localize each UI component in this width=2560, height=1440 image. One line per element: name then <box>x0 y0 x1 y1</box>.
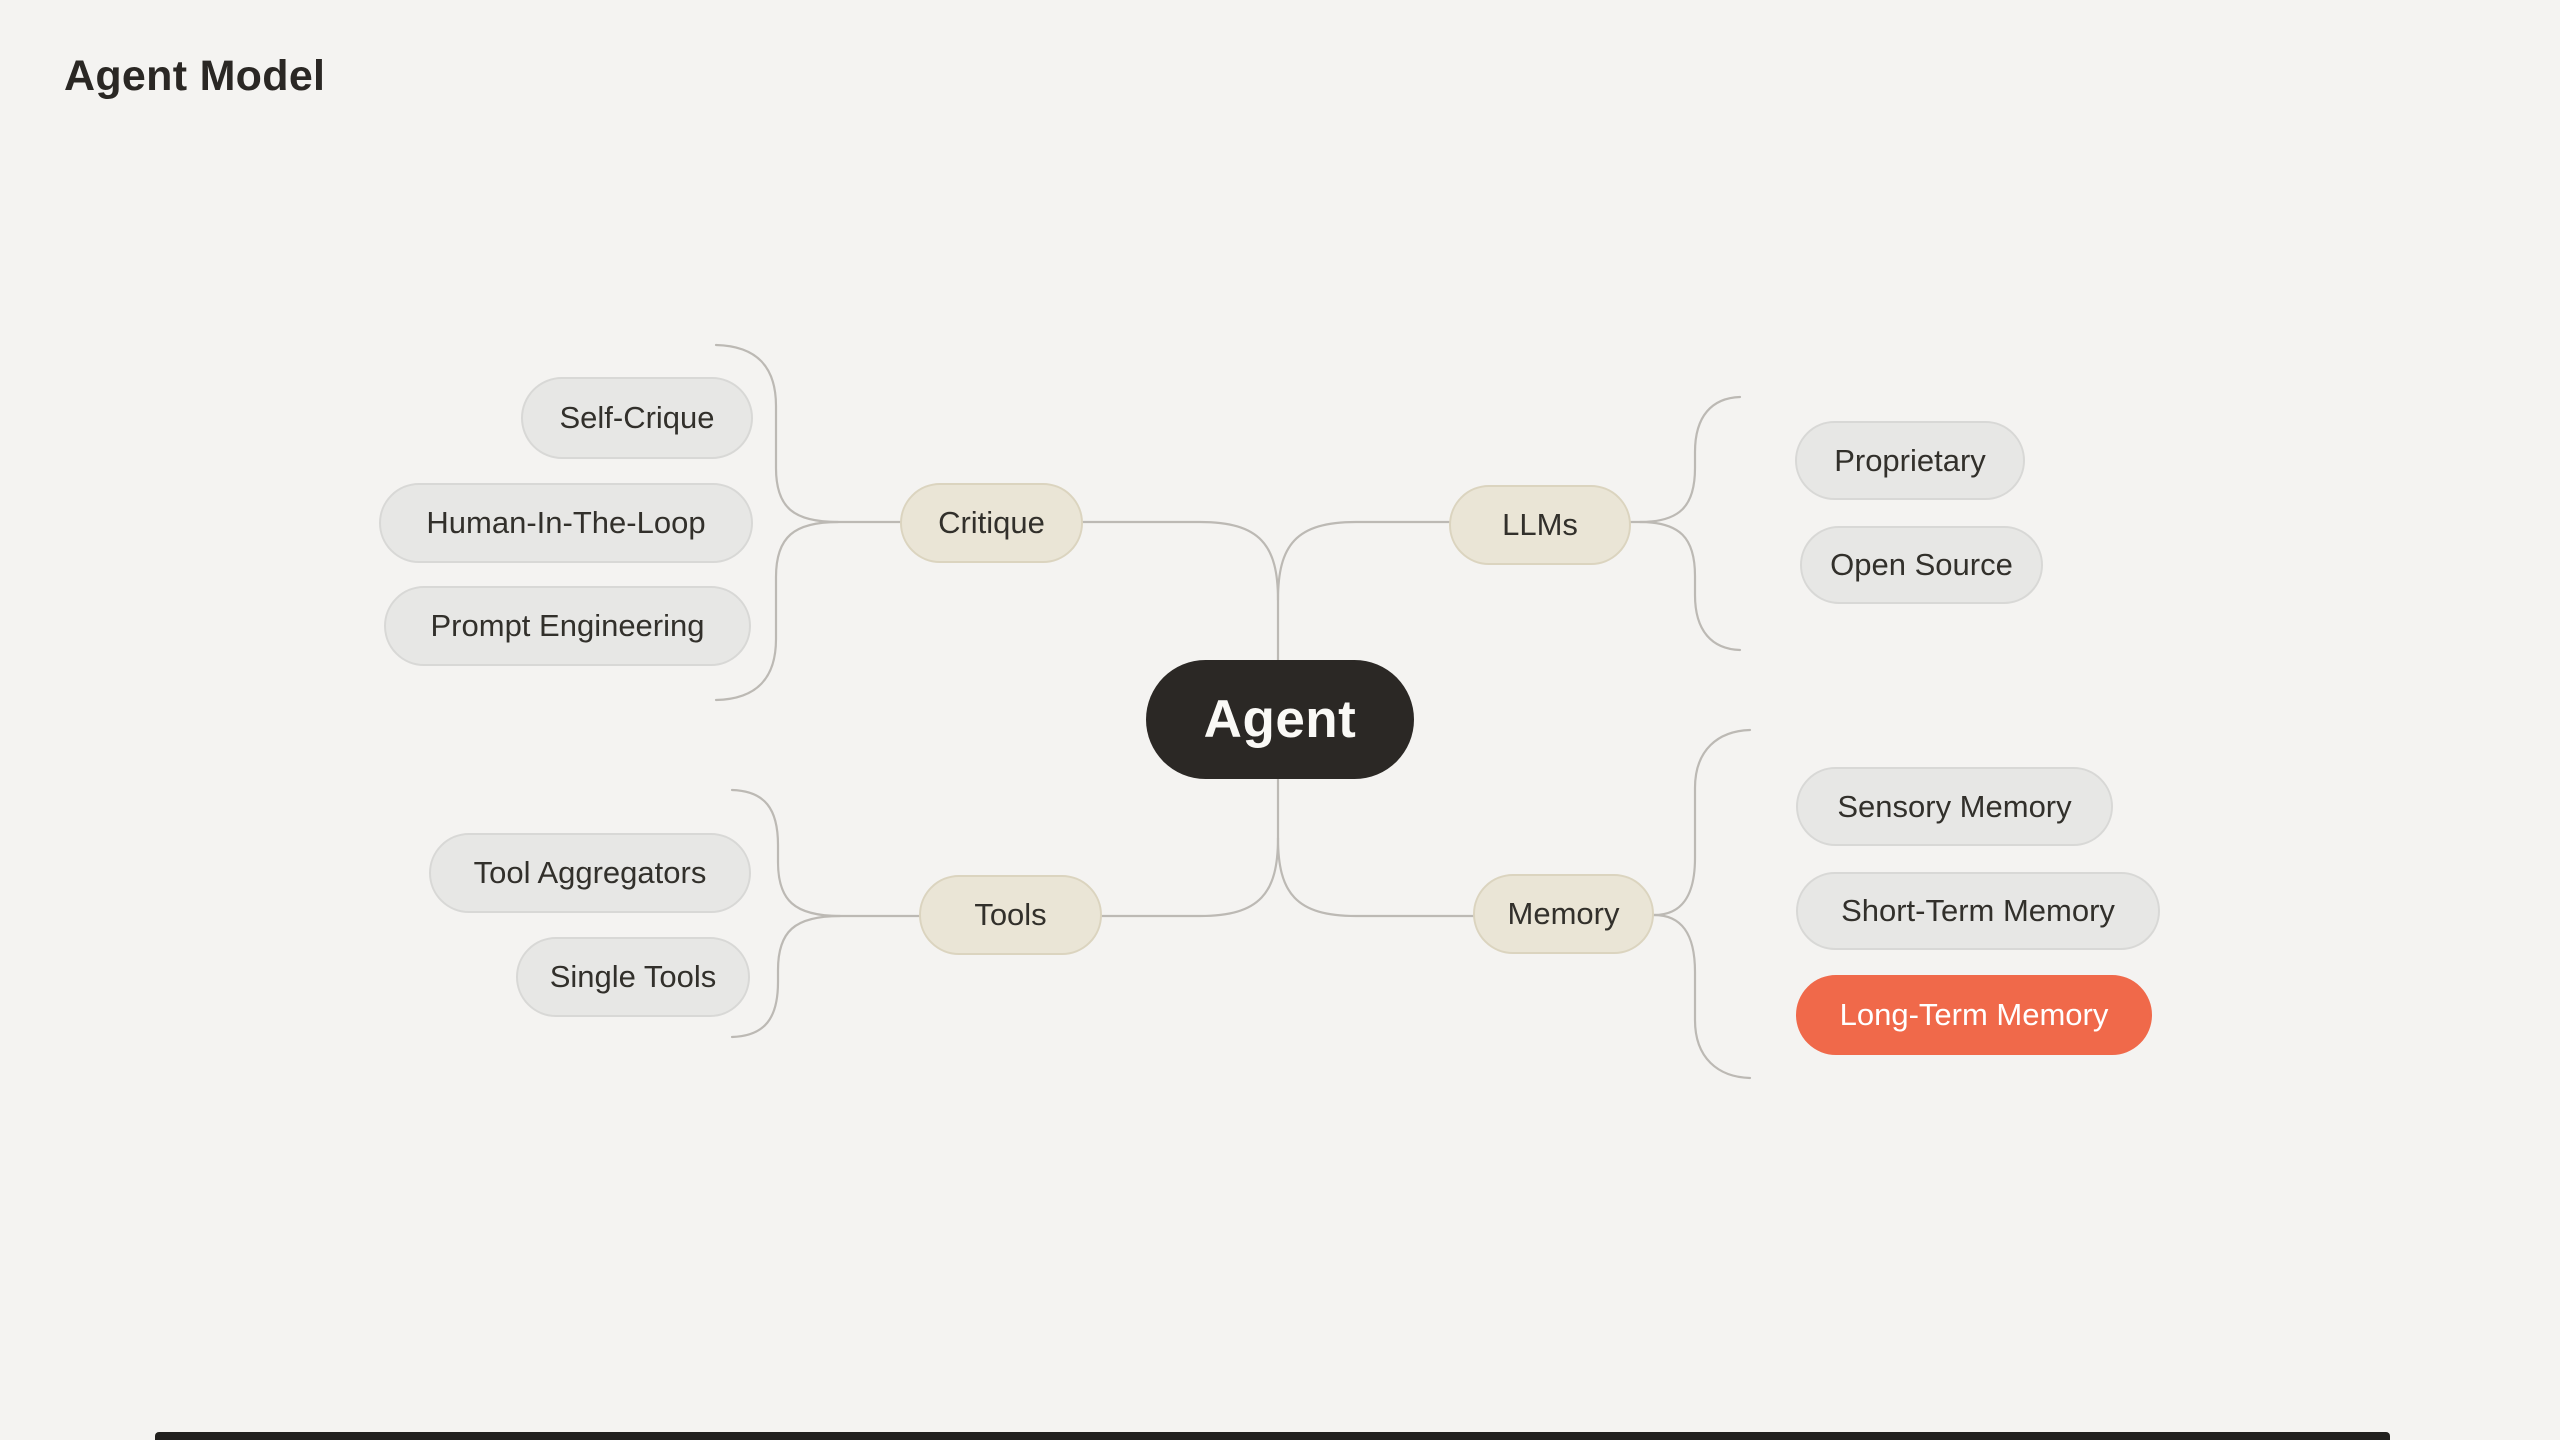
node-long-term-memory[interactable]: Long-Term Memory <box>1796 975 2152 1055</box>
horizontal-scrollbar[interactable] <box>155 1432 2390 1440</box>
bracket-memory-lower <box>1652 913 1752 1080</box>
page-title: Agent Model <box>64 52 326 100</box>
bracket-llms-lower <box>1638 520 1742 652</box>
edge-agent-tools <box>1100 777 1280 918</box>
node-llms[interactable]: LLMs <box>1449 485 1631 565</box>
bracket-memory-upper <box>1652 728 1752 917</box>
node-prompt-engineering[interactable]: Prompt Engineering <box>384 586 751 666</box>
bracket-llms-upper <box>1629 395 1742 524</box>
bracket-tools-lower <box>730 914 842 1039</box>
node-self-crique[interactable]: Self-Crique <box>521 377 753 459</box>
edge-agent-memory <box>1276 836 1475 918</box>
node-sensory-memory[interactable]: Sensory Memory <box>1796 767 2113 846</box>
node-single-tools[interactable]: Single Tools <box>516 937 750 1017</box>
node-short-term-memory[interactable]: Short-Term Memory <box>1796 872 2160 950</box>
node-proprietary[interactable]: Proprietary <box>1795 421 2025 500</box>
edge-agent-critique <box>1081 520 1280 662</box>
node-agent[interactable]: Agent <box>1146 660 1414 779</box>
node-human-in-the-loop[interactable]: Human-In-The-Loop <box>379 483 753 563</box>
node-tool-aggregators[interactable]: Tool Aggregators <box>429 833 751 913</box>
bracket-critique-lower <box>714 520 840 702</box>
bracket-critique-upper <box>714 343 902 524</box>
node-memory[interactable]: Memory <box>1473 874 1654 954</box>
node-critique[interactable]: Critique <box>900 483 1083 563</box>
edge-agent-llms <box>1276 520 1451 602</box>
node-tools[interactable]: Tools <box>919 875 1102 955</box>
bracket-tools-upper <box>730 788 921 918</box>
node-open-source[interactable]: Open Source <box>1800 526 2043 604</box>
